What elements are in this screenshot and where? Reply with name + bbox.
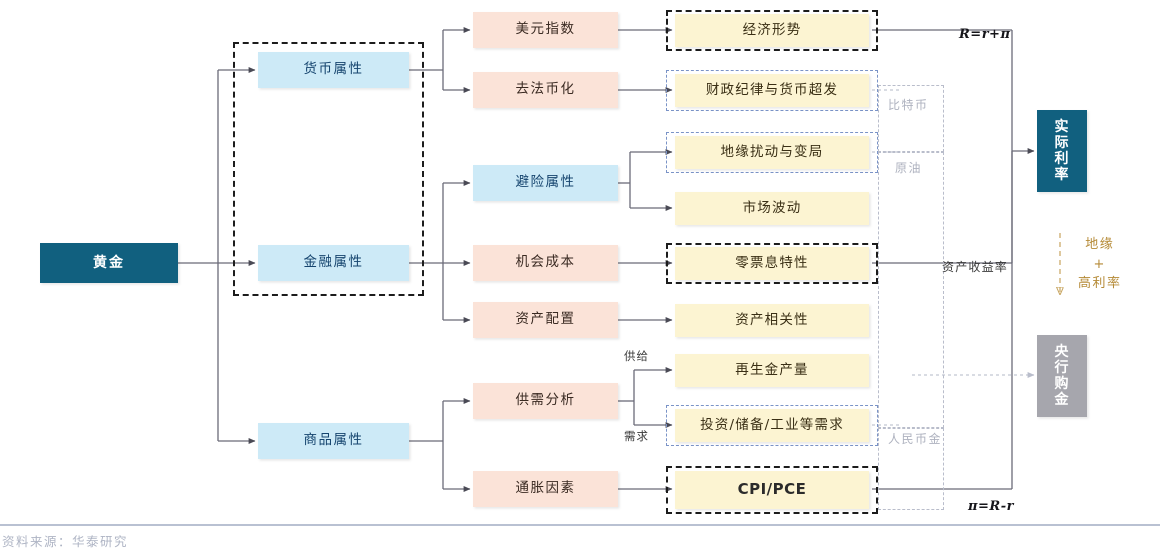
node-asset-allocation-label: 资产配置 — [515, 311, 576, 328]
node-real-interest-rate[interactable]: 实际利率 — [1037, 110, 1087, 192]
annotation-bitcoin: 比特币 — [888, 98, 929, 112]
annotation-geo-line1: 地缘 — [1085, 237, 1115, 252]
node-economic-situation[interactable]: 经济形势 — [675, 14, 869, 47]
node-investment-reserve-industrial-demand-label: 投资/储备/工业等需求 — [700, 416, 844, 433]
node-safe-haven-label: 避险属性 — [515, 174, 576, 191]
node-safe-haven[interactable]: 避险属性 — [473, 165, 618, 201]
node-de-fiat-label: 去法币化 — [515, 81, 576, 98]
node-zero-coupon[interactable]: 零票息特性 — [675, 247, 869, 280]
factor-frame-fiscal — [666, 70, 878, 111]
node-asset-allocation[interactable]: 资产配置 — [473, 302, 618, 338]
node-commodity-attribute-label: 商品属性 — [303, 432, 364, 449]
annotation-geo-plus: + — [1093, 256, 1106, 272]
ghost-region-bitcoin — [878, 85, 944, 152]
factor-frame-cpi-pce — [666, 466, 878, 514]
node-recycled-gold-output-label: 再生金产量 — [735, 361, 809, 378]
factor-frame-demand — [666, 405, 878, 446]
node-market-volatility-label: 市场波动 — [742, 199, 802, 216]
formula-top: R=r+π — [959, 27, 1011, 42]
node-asset-correlation-label: 资产相关性 — [735, 311, 809, 328]
factor-frame-zero-coupon — [666, 243, 878, 284]
node-cpi-pce-label: CPI/PCE — [737, 480, 807, 499]
node-financial-attribute[interactable]: 金融属性 — [258, 245, 409, 281]
attribute-group-frame — [233, 42, 424, 296]
factor-frame-economy — [666, 10, 878, 51]
annotation-asset-yield: 资产收益率 — [942, 260, 1009, 274]
edge-label-demand: 需求 — [624, 429, 649, 443]
node-dollar-index[interactable]: 美元指数 — [473, 12, 618, 48]
node-fiscal-discipline-money-overissue-label: 财政纪律与货币超发 — [705, 81, 839, 98]
annotation-crude-oil: 原油 — [895, 161, 923, 175]
annotation-geo-high-rate: 地缘 + 高利率 — [1078, 235, 1122, 294]
node-investment-reserve-industrial-demand[interactable]: 投资/储备/工业等需求 — [675, 409, 869, 442]
annotation-rmb-gold: 人民币金 — [888, 432, 943, 446]
node-dollar-index-label: 美元指数 — [515, 21, 576, 38]
ghost-region-rmb-gold — [878, 428, 944, 510]
node-supply-demand-analysis[interactable]: 供需分析 — [473, 383, 618, 419]
node-central-bank-gold-buying[interactable]: 央行购金 — [1037, 335, 1087, 417]
node-financial-attribute-label: 金融属性 — [303, 254, 364, 271]
node-opportunity-cost-label: 机会成本 — [515, 254, 576, 271]
footer-divider — [0, 524, 1160, 526]
factor-frame-geopolitics — [666, 132, 878, 173]
node-market-volatility[interactable]: 市场波动 — [675, 192, 869, 225]
node-de-fiat[interactable]: 去法币化 — [473, 72, 618, 108]
node-gold-root[interactable]: 黄金 — [40, 243, 178, 283]
node-supply-demand-analysis-label: 供需分析 — [515, 392, 576, 409]
ghost-region-crude-oil — [878, 152, 944, 428]
node-recycled-gold-output[interactable]: 再生金产量 — [675, 354, 869, 387]
annotation-geo-line2: 高利率 — [1078, 276, 1122, 291]
node-opportunity-cost[interactable]: 机会成本 — [473, 245, 618, 281]
node-gold-root-label: 黄金 — [93, 254, 125, 271]
node-asset-correlation[interactable]: 资产相关性 — [675, 304, 869, 337]
node-fiscal-discipline-money-overissue[interactable]: 财政纪律与货币超发 — [675, 74, 869, 107]
node-commodity-attribute[interactable]: 商品属性 — [258, 423, 409, 459]
node-zero-coupon-label: 零票息特性 — [735, 254, 809, 271]
node-real-interest-rate-label: 实际利率 — [1054, 118, 1070, 184]
source-note: 资料来源：华泰研究 — [2, 534, 129, 549]
node-geopolitical-disruption-label: 地缘扰动与变局 — [720, 143, 824, 160]
node-monetary-attribute-label: 货币属性 — [303, 61, 364, 78]
node-inflation-factor-label: 通胀因素 — [515, 480, 576, 497]
node-cpi-pce[interactable]: CPI/PCE — [675, 471, 869, 509]
formula-bottom: π=R-r — [968, 499, 1014, 514]
node-economic-situation-label: 经济形势 — [742, 21, 802, 38]
edge-label-supply: 供给 — [624, 349, 649, 363]
node-monetary-attribute[interactable]: 货币属性 — [258, 52, 409, 88]
node-central-bank-gold-buying-label: 央行购金 — [1054, 343, 1070, 409]
node-geopolitical-disruption[interactable]: 地缘扰动与变局 — [675, 136, 869, 169]
node-inflation-factor[interactable]: 通胀因素 — [473, 471, 618, 507]
